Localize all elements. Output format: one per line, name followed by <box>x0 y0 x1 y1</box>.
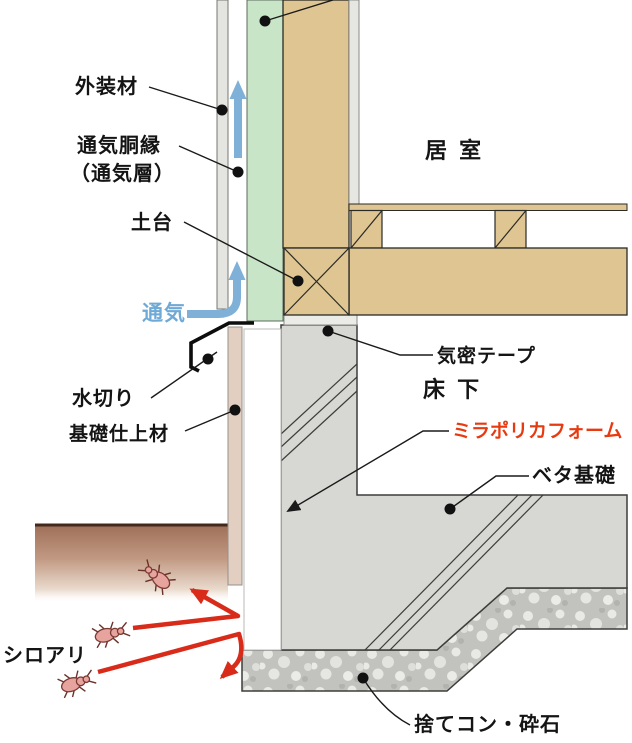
label-blinding-concrete: 捨てコン・砕石 <box>414 714 561 736</box>
floor-joist <box>350 209 383 249</box>
ventilation-arrow-up <box>229 80 247 158</box>
leader-green-panel <box>264 0 334 22</box>
termite-deflect-arrows <box>97 588 244 680</box>
foam-insulation-strip <box>243 328 282 651</box>
sill-packing <box>283 314 358 326</box>
label-airtight-tape: 気密テープ <box>437 346 536 367</box>
leader-exterior-material <box>148 86 223 111</box>
ventilation-arrow-curved <box>187 261 246 318</box>
leader-lines <box>148 0 529 726</box>
label-airflow: 通気 <box>142 302 186 325</box>
foundation-finish-strip <box>227 326 243 586</box>
slab-foundation-concrete <box>280 324 628 651</box>
label-termites: シロアリ <box>3 645 87 667</box>
label-exterior-material: 外装材 <box>75 76 138 98</box>
label-sill: 土台 <box>131 212 173 234</box>
leader-foundation-finish <box>184 409 236 432</box>
wood-stud-column <box>282 0 350 249</box>
green-sheathing-panel <box>246 0 284 322</box>
leader-dots <box>202 15 456 684</box>
label-vent-furring: 通気胴縁 <box>77 135 161 157</box>
label-underfloor: 床 下 <box>423 377 483 402</box>
foundation-wall-hatch <box>280 363 358 462</box>
leader-foam-arrow <box>286 430 449 513</box>
exterior-siding-panel <box>216 0 229 310</box>
leader-sill <box>183 221 299 282</box>
floor-beam <box>348 247 628 316</box>
label-flashing: 水切り <box>72 388 135 410</box>
leader-slab-foundation <box>449 475 529 510</box>
termite-icon <box>56 664 99 701</box>
interior-wall-board <box>348 0 360 205</box>
floor-joist <box>494 209 527 249</box>
termite-icon <box>90 616 133 651</box>
leader-vent-furring <box>178 145 239 173</box>
label-vent-layer: （通気層） <box>70 163 175 185</box>
footing-hatch <box>362 492 546 650</box>
label-foam-product: ミラポリカフォーム <box>452 421 623 442</box>
leader-blinding <box>362 677 411 726</box>
label-living-room: 居 室 <box>425 138 485 163</box>
floor-board <box>348 203 628 211</box>
label-foundation-finish: 基礎仕上材 <box>69 424 170 445</box>
ground-soil <box>35 523 228 601</box>
leader-airtight-tape <box>327 330 433 356</box>
label-slab-foundation: ベタ基礎 <box>532 465 616 487</box>
